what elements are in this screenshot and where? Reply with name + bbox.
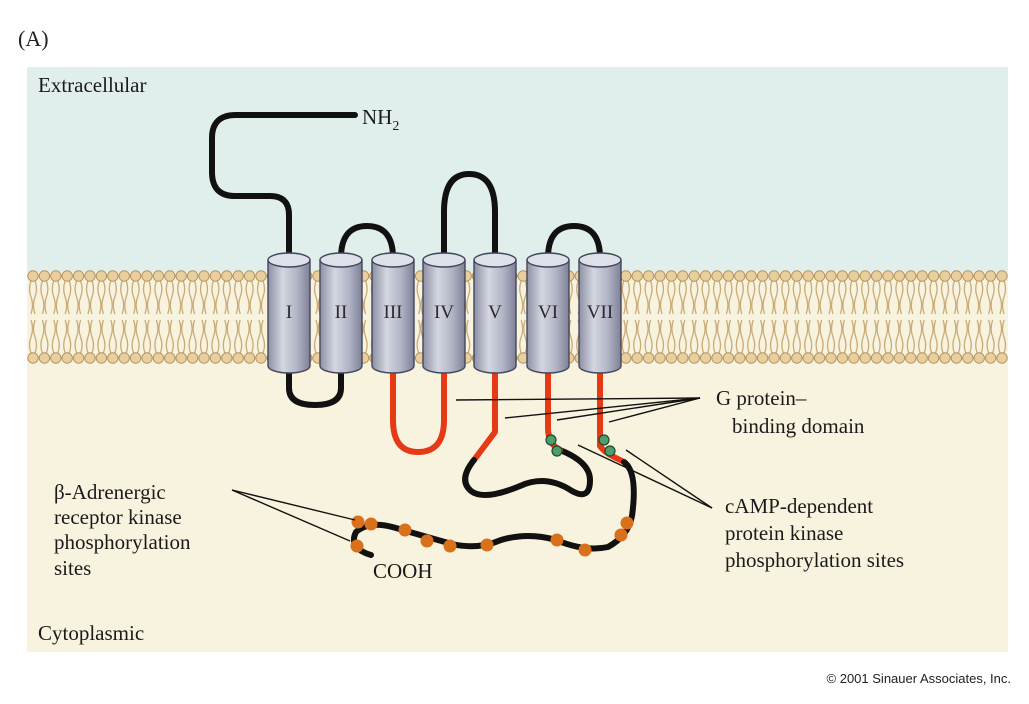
pka-site: [604, 445, 616, 457]
loop-ii-iii: [338, 223, 396, 261]
n-terminal-tail: [209, 112, 358, 255]
beta-ark-label: β-Adrenergic receptor kinase phosphoryla…: [54, 480, 196, 580]
beta-ark-site: [420, 534, 434, 548]
n-terminus-label: NH2: [362, 105, 399, 134]
copyright-notice: © 2001 Sinauer Associates, Inc.: [826, 671, 1011, 686]
cytoplasmic-label: Cytoplasmic: [38, 621, 144, 645]
loop-v-vi-core: [462, 447, 593, 498]
helix-label: VI: [538, 302, 558, 323]
beta-ark-site: [550, 533, 564, 547]
loop-iv-v: [441, 171, 498, 258]
helix-label: I: [286, 302, 292, 323]
pka-site: [598, 434, 610, 446]
beta-ark-site: [614, 528, 628, 542]
pointer-lines: [231, 397, 713, 542]
g-protein-label: G protein– binding domain: [716, 386, 865, 438]
helix-iii: III: [371, 252, 415, 374]
beta-ark-site: [398, 523, 412, 537]
pka-site: [551, 445, 563, 457]
beta-ark-site: [443, 539, 457, 553]
loop-v-vi-g-domain: [471, 367, 498, 463]
loop-vi-vii: [545, 223, 603, 261]
helix-label: IV: [434, 302, 454, 323]
helix-vii: VII: [578, 252, 622, 374]
extracellular-label: Extracellular: [38, 73, 146, 97]
cytoplasmic-region: [27, 362, 1008, 652]
helix-label: VII: [587, 302, 613, 323]
beta-ark-site: [350, 539, 364, 553]
helix-v: V: [473, 252, 517, 374]
camp-pk-label: cAMP-dependent protein kinase phosphoryl…: [725, 494, 904, 572]
loop-iii-iv-g-domain: [390, 365, 447, 455]
helix-label: V: [488, 302, 502, 323]
pka-site: [545, 434, 557, 446]
beta-ark-site: [578, 543, 592, 557]
helix-label: II: [335, 302, 348, 323]
beta-ark-site: [480, 538, 494, 552]
beta-ark-site: [351, 515, 365, 529]
lipid-bilayer: [27, 270, 1008, 364]
extracellular-region: [27, 67, 1008, 272]
helix-i: I: [267, 252, 311, 374]
beta-ark-site: [364, 517, 378, 531]
helix-iv: IV: [422, 252, 466, 374]
n-terminus-main: NH: [362, 105, 392, 129]
loop-i-ii: [286, 362, 344, 408]
beta-ark-site: [620, 516, 634, 530]
helix-label: III: [384, 302, 403, 323]
helix-vi: VI: [526, 252, 570, 374]
panel-label: (A): [18, 26, 49, 51]
n-terminus-subscript: 2: [392, 119, 399, 134]
c-terminus-label: COOH: [373, 559, 433, 583]
helix-ii: II: [319, 252, 363, 374]
